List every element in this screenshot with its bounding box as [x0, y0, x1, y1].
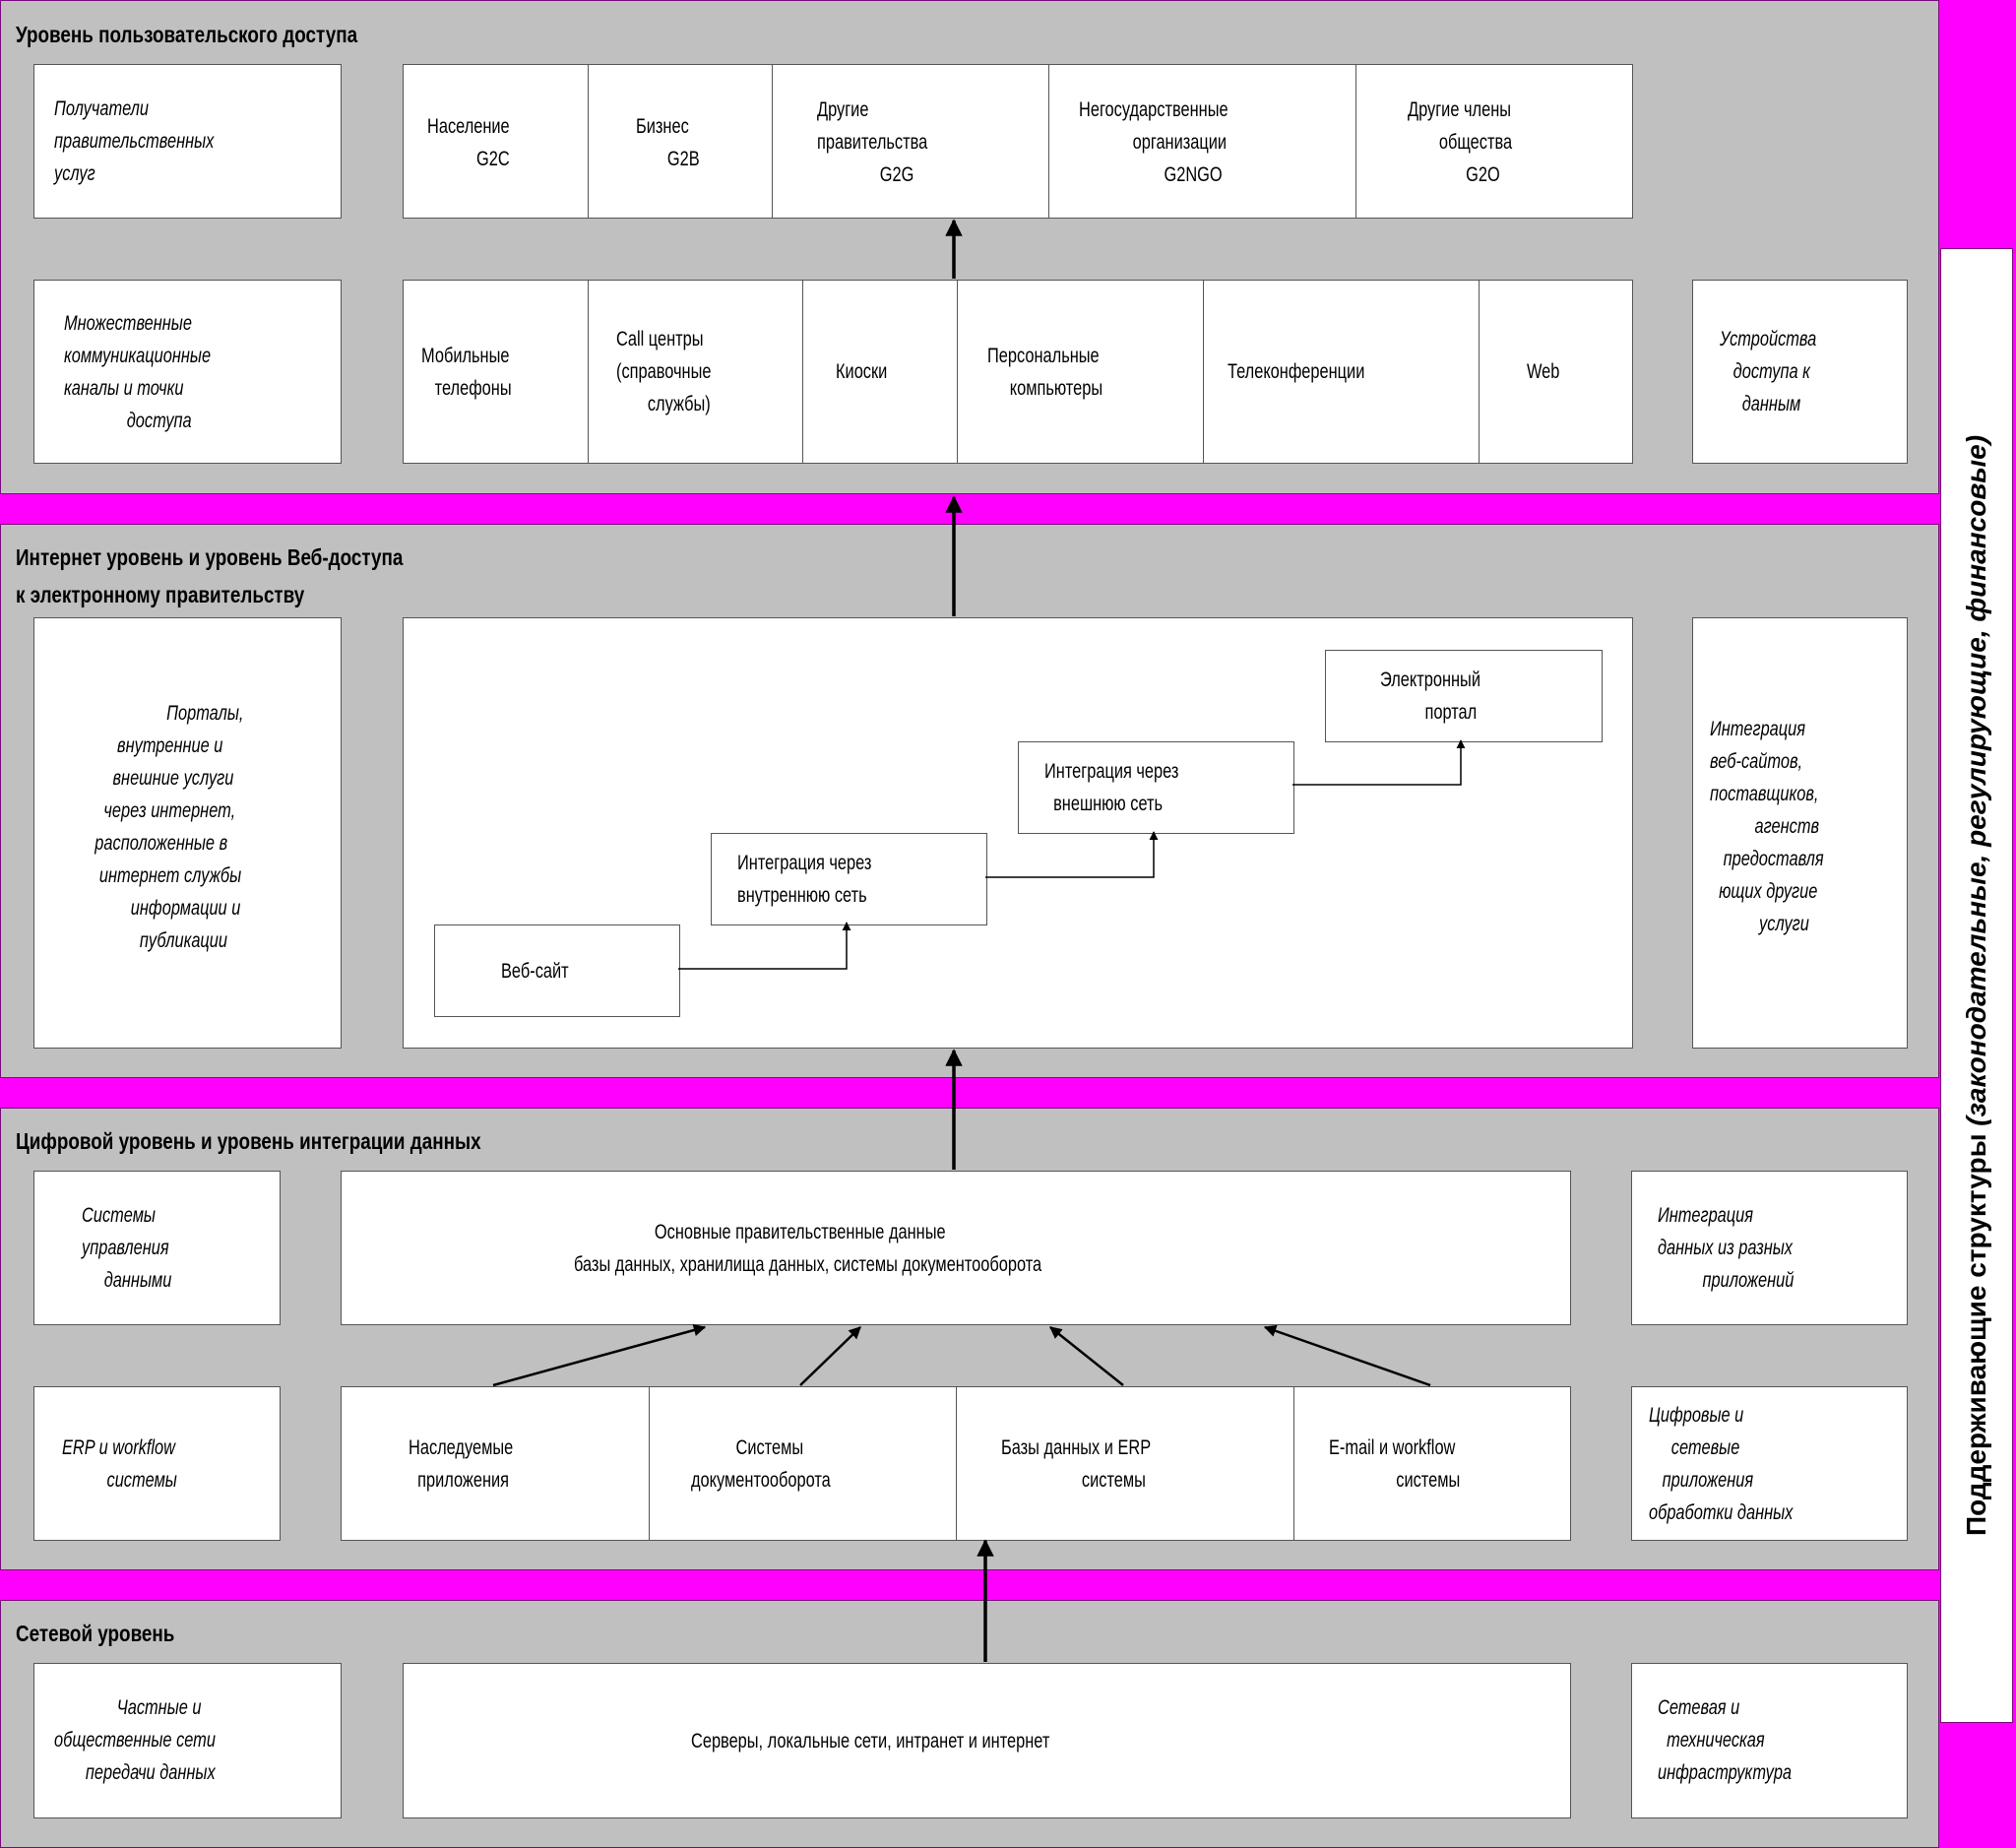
app-docflow-text: Системы документооборота: [691, 1436, 831, 1492]
step-extranet-text: Интеграция через внешнюю сеть: [1044, 760, 1179, 815]
app-db-erp: Базы данных и ERP системы: [956, 1387, 1293, 1540]
recipient-g2c: Население G2C: [404, 65, 588, 218]
channel-call-center: Call центры (справочные службы): [588, 281, 802, 463]
digital-apps-label: Цифровые и сетевые приложения обработки …: [1649, 1404, 1794, 1524]
app-legacy-text: Наследуемые приложения: [409, 1436, 514, 1492]
core-data-box: Основные правительственные данные базы д…: [341, 1171, 1571, 1325]
arrow-docflow-to-core: [799, 1326, 861, 1386]
arrow-db-to-core: [1049, 1326, 1124, 1386]
digital-apps-label-box: Цифровые и сетевые приложения обработки …: [1631, 1386, 1908, 1541]
user-access-layer: Уровень пользовательского доступа Получа…: [0, 0, 1939, 494]
infrastructure-label: Сетевая и техническая инфраструктура: [1658, 1696, 1793, 1784]
step-intranet: Интеграция через внутреннюю сеть: [711, 833, 987, 925]
step-website-text: Веб-сайт: [501, 960, 569, 983]
recipient-g2ngo-text: Негосударственные организации G2NGO: [1079, 98, 1228, 186]
app-db-erp-text: Базы данных и ERP системы: [1001, 1436, 1152, 1492]
portals-label-box: Порталы, внутренние и внешние услуги чер…: [33, 617, 342, 1049]
infrastructure-label-box: Сетевая и техническая инфраструктура: [1631, 1663, 1908, 1818]
recipient-g2g: Другие правительства G2G: [772, 65, 1048, 218]
step-portal: Электронный портал: [1325, 650, 1603, 742]
arrow-legacy-to-core: [492, 1323, 707, 1387]
arrow-email-to-core: [1263, 1324, 1431, 1387]
recipient-g2c-text: Население G2C: [427, 115, 510, 170]
channel-pc-text: Персональные компьютеры: [987, 345, 1103, 400]
data-mgmt-label-box: Системы управления данными: [33, 1171, 281, 1325]
devices-label: Устройства доступа к данным: [1720, 328, 1817, 415]
recipients-box: Население G2C Бизнес G2B Другие правител…: [403, 64, 1633, 219]
channel-teleconference: Телеконференции: [1203, 281, 1479, 463]
arrow-intranet-to-extranet: [985, 831, 1159, 878]
user-access-layer-title: Уровень пользовательского доступа: [16, 22, 358, 47]
recipients-label: Получатели правительственных услуг: [54, 97, 215, 185]
networks-label-box: Частные и общественные сети передачи дан…: [33, 1663, 342, 1818]
apps-box: Наследуемые приложения Системы документо…: [341, 1386, 1571, 1541]
support-structures-bar: Поддерживающие структуры (законодательны…: [1940, 248, 2013, 1723]
recipient-g2b-text: Бизнес G2B: [636, 115, 700, 170]
arrow-extranet-to-portal: [1292, 739, 1466, 786]
channel-kiosks-text: Киоски: [836, 360, 888, 383]
erp-label-box: ERP и workflow системы: [33, 1386, 281, 1541]
digital-layer: Цифровой уровень и уровень интеграции да…: [0, 1108, 1939, 1570]
recipient-g2g-text: Другие правительства G2G: [817, 98, 928, 186]
recipient-g2b: Бизнес G2B: [588, 65, 772, 218]
channels-label: Множественные коммуникационные каналы и …: [64, 312, 212, 432]
app-docflow: Системы документооборота: [649, 1387, 956, 1540]
erp-label: ERP и workflow системы: [62, 1436, 177, 1492]
channel-web: Web: [1479, 281, 1634, 463]
app-email-workflow: E-mail и workflow системы: [1293, 1387, 1572, 1540]
integration-web-label-box: Интеграция веб-сайтов, поставщиков, аген…: [1692, 617, 1908, 1049]
channel-mobile: Мобильные телефоны: [404, 281, 588, 463]
web-access-layer-title: Интернет уровень и уровень Веб-доступа к…: [16, 544, 404, 607]
network-layer: Сетевой уровень Частные и общественные с…: [0, 1600, 1939, 1848]
channel-teleconference-text: Телеконференции: [1228, 360, 1365, 383]
step-website: Веб-сайт: [434, 924, 680, 1017]
servers-box: Серверы, локальные сети, интранет и инте…: [403, 1663, 1571, 1818]
recipients-label-box: Получатели правительственных услуг: [33, 64, 342, 219]
channel-web-text: Web: [1527, 360, 1560, 383]
step-extranet: Интеграция через внешнюю сеть: [1018, 741, 1294, 834]
app-legacy: Наследуемые приложения: [342, 1387, 649, 1540]
network-layer-title: Сетевой уровень: [16, 1621, 175, 1646]
networks-label: Частные и общественные сети передачи дан…: [54, 1696, 216, 1784]
step-intranet-text: Интеграция через внутреннюю сеть: [737, 852, 872, 907]
servers-text: Серверы, локальные сети, интранет и инте…: [691, 1730, 1050, 1752]
portals-label: Порталы, внутренние и внешние услуги чер…: [94, 702, 244, 952]
recipient-g2ngo: Негосударственные организации G2NGO: [1048, 65, 1355, 218]
channels-label-box: Множественные коммуникационные каналы и …: [33, 280, 342, 464]
core-data-text: Основные правительственные данные базы д…: [574, 1221, 1042, 1276]
arrow-website-to-intranet: [678, 922, 851, 970]
web-access-layer: Интернет уровень и уровень Веб-доступа к…: [0, 524, 1939, 1078]
data-mgmt-label: Системы управления данными: [82, 1204, 172, 1292]
channel-kiosks: Киоски: [802, 281, 957, 463]
integration-web-label: Интеграция веб-сайтов, поставщиков, аген…: [1710, 718, 1824, 935]
data-integration-label-box: Интеграция данных из разных приложений: [1631, 1171, 1908, 1325]
digital-layer-title: Цифровой уровень и уровень интеграции да…: [16, 1128, 481, 1154]
channels-box: Мобильные телефоны Call центры (справочн…: [403, 280, 1633, 464]
channel-pc: Персональные компьютеры: [957, 281, 1203, 463]
devices-label-box: Устройства доступа к данным: [1692, 280, 1908, 464]
channel-mobile-text: Мобильные телефоны: [421, 345, 512, 400]
app-email-workflow-text: E-mail и workflow системы: [1329, 1436, 1461, 1492]
recipient-g2o-text: Другие члены общества G2O: [1408, 98, 1513, 186]
web-steps-box: Веб-сайт Интеграция через внутреннюю сет…: [403, 617, 1633, 1049]
recipient-g2o: Другие члены общества G2O: [1355, 65, 1634, 218]
channel-call-center-text: Call центры (справочные службы): [616, 328, 712, 415]
step-portal-text: Электронный портал: [1380, 669, 1480, 724]
data-integration-label: Интеграция данных из разных приложений: [1658, 1204, 1795, 1292]
